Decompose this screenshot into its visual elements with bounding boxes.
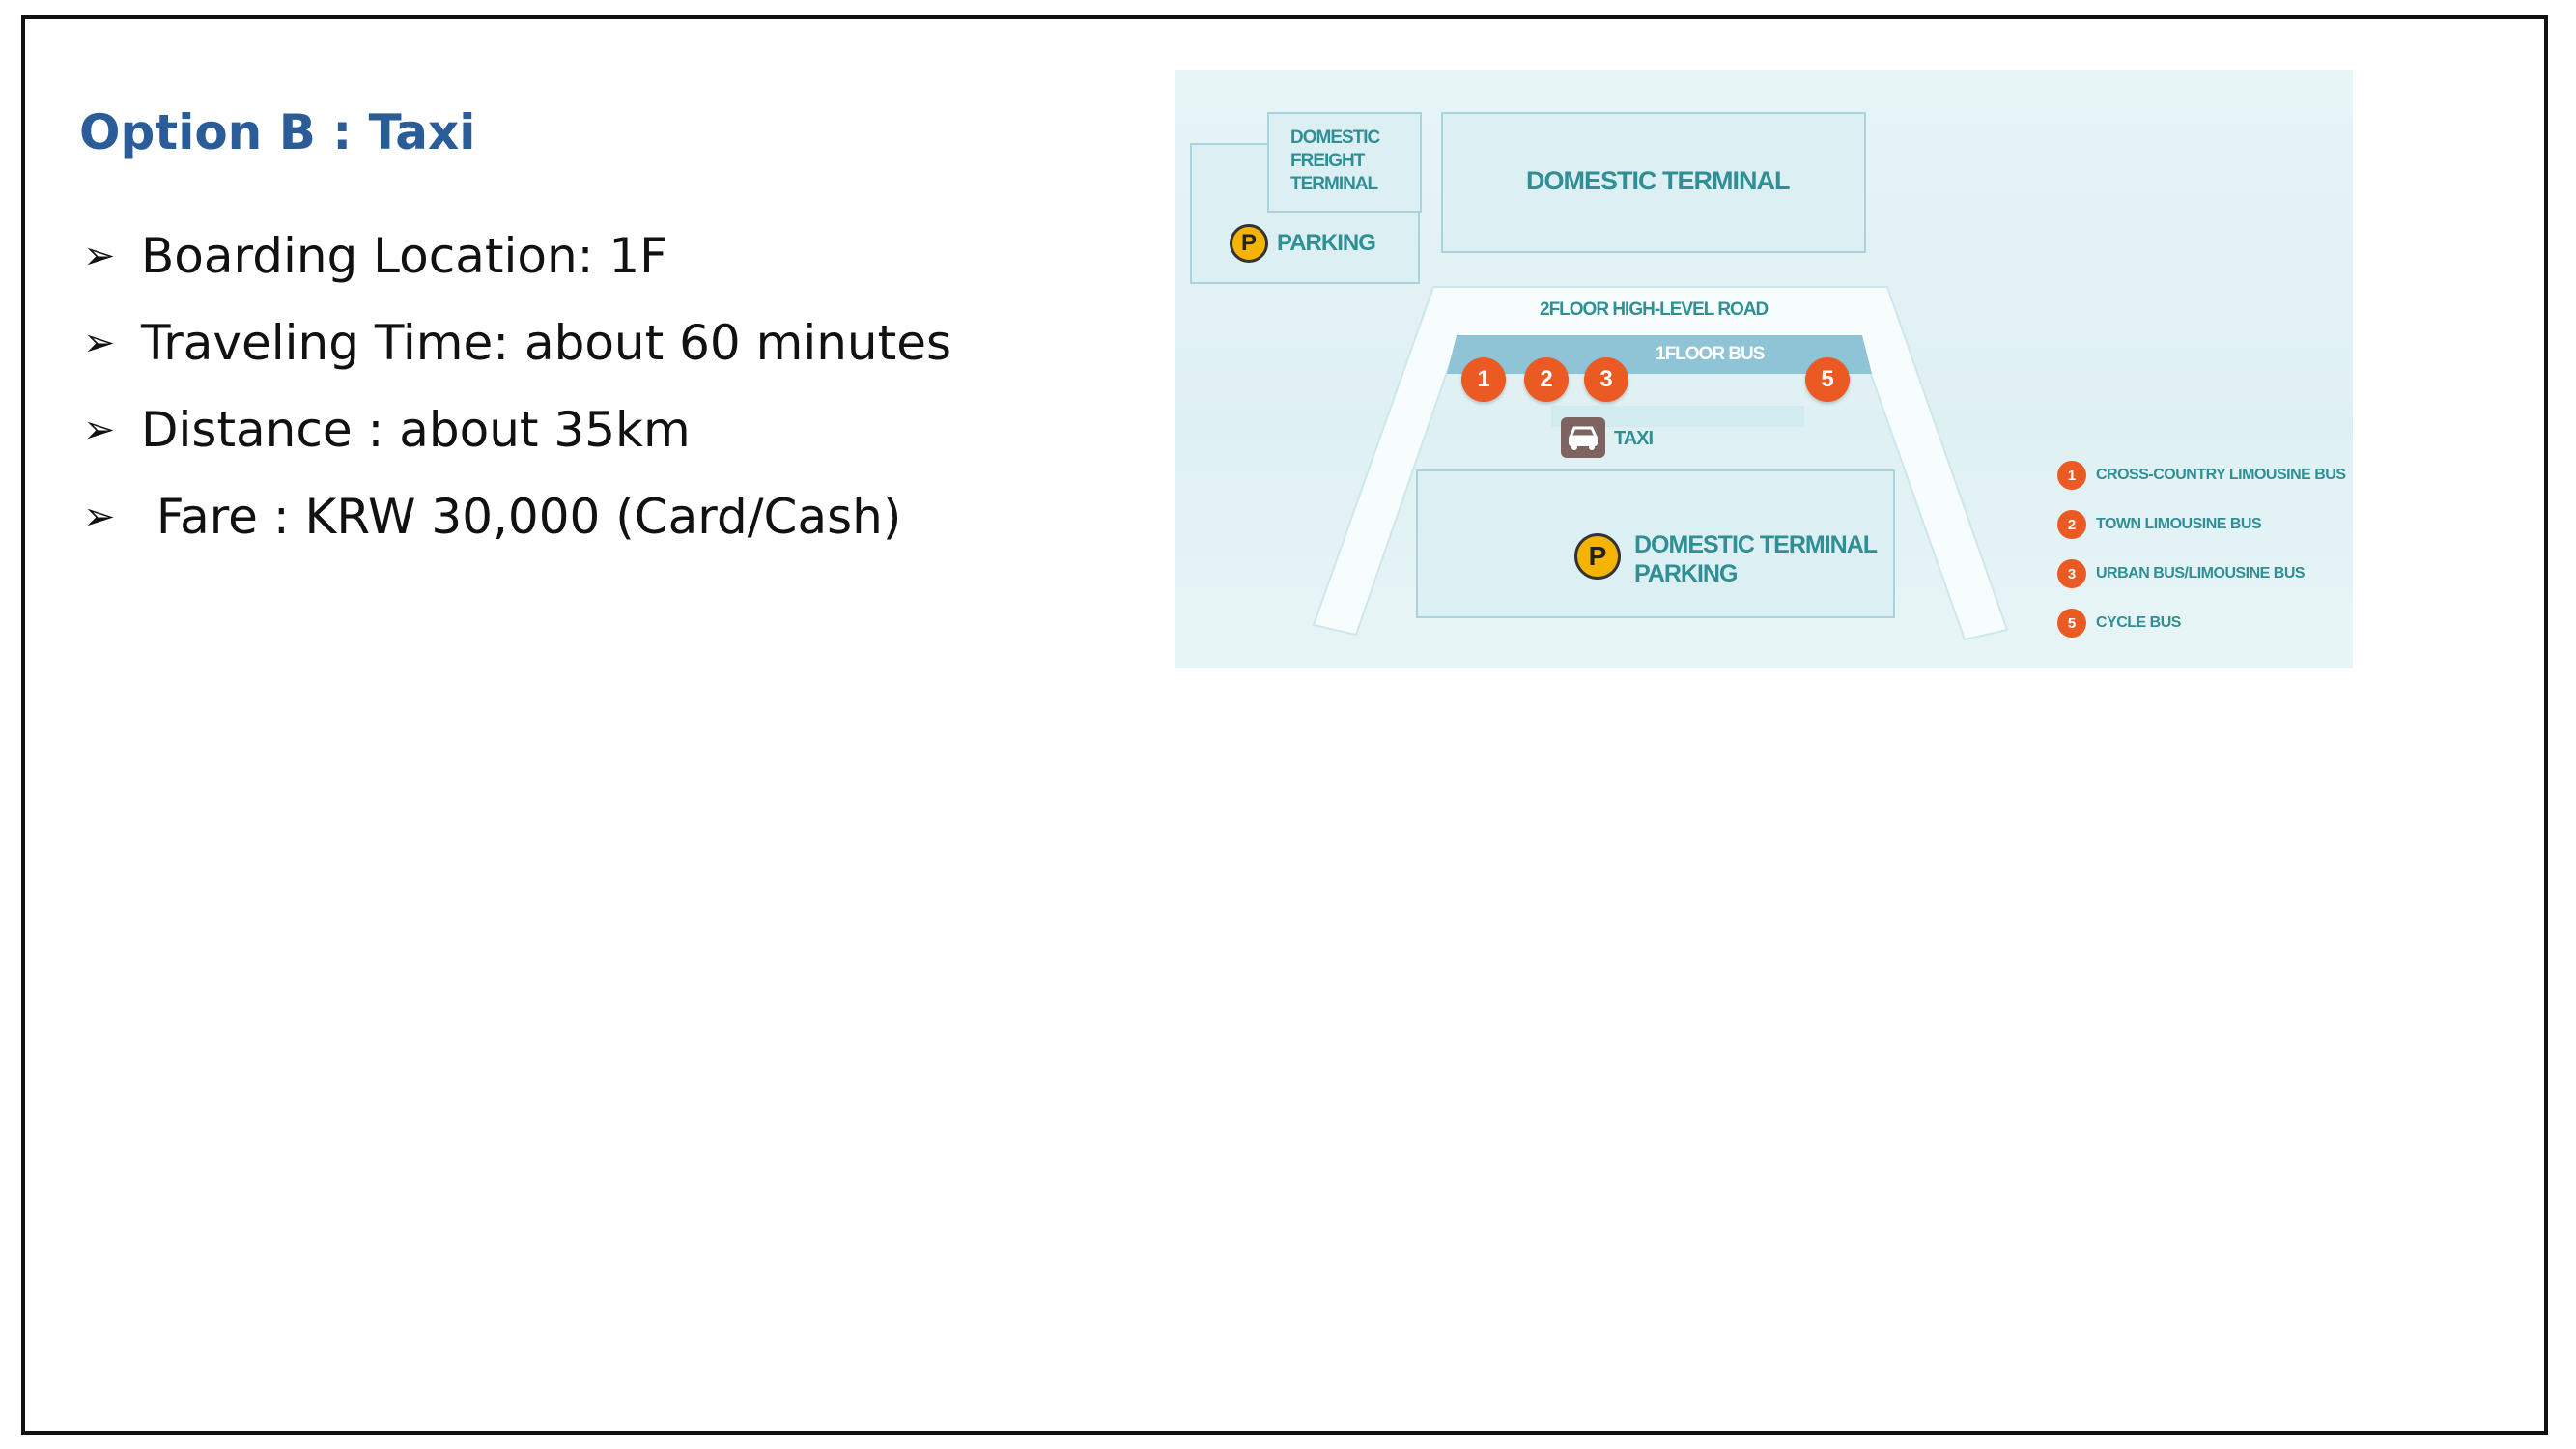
slide-title: Option B : Taxi (79, 104, 476, 160)
legend-marker: 3 (2057, 559, 2086, 588)
taxi-label: TAXI (1614, 428, 1654, 449)
domestic-terminal-label: DOMESTIC TERMINAL (1526, 166, 1790, 195)
legend-label: CYCLE BUS (2096, 614, 2181, 631)
parking-label: PARKING (1277, 230, 1376, 256)
legend-marker: 1 (2057, 461, 2086, 490)
high-level-road-label: 2FLOOR HIGH-LEVEL ROAD (1540, 299, 1769, 320)
bullet-text: Boarding Location: 1F (141, 228, 667, 284)
taxi-icon (1561, 417, 1605, 458)
bullet-text: Distance : about 35km (141, 402, 691, 458)
terminal-map: P PARKING DOMESTIC FREIGHT TERMINAL DOME… (1175, 70, 2353, 668)
bus-stop-3-marker: 3 (1584, 357, 1628, 402)
bullet-text: Traveling Time: about 60 minutes (141, 315, 952, 371)
arrow-bullet-icon: ➢ (83, 321, 116, 365)
bullet-item: ➢ Traveling Time: about 60 minutes (83, 299, 951, 386)
bullet-list: ➢ Boarding Location: 1F ➢ Traveling Time: … (83, 213, 951, 560)
legend-label: URBAN BUS/LIMOUSINE BUS (2096, 565, 2306, 582)
taxi-lane (1551, 406, 1804, 427)
domestic-terminal-box (1441, 112, 1866, 253)
bullet-item: ➢ Distance : about 35km (83, 386, 951, 473)
bus-stop-2-marker: 2 (1524, 357, 1569, 402)
arrow-bullet-icon: ➢ (83, 408, 116, 452)
freight-terminal-label-line2: FREIGHT (1290, 151, 1365, 171)
bus-stop-5-marker: 5 (1805, 357, 1850, 402)
freight-terminal-label-line3: TERMINAL (1290, 174, 1378, 194)
floor-bus-label: 1FLOOR BUS (1656, 344, 1765, 364)
parking-icon: P (1574, 533, 1621, 580)
freight-terminal-label-line1: DOMESTIC (1290, 128, 1380, 148)
bullet-item: ➢ Fare : KRW 30,000 (Card/Cash) (83, 473, 951, 560)
legend-label: CROSS-COUNTRY LIMOUSINE BUS (2096, 467, 2346, 483)
arrow-bullet-icon: ➢ (83, 495, 116, 539)
terminal-parking-box (1416, 469, 1895, 618)
bullet-item: ➢ Boarding Location: 1F (83, 213, 951, 299)
arrow-bullet-icon: ➢ (83, 234, 116, 278)
legend-label: TOWN LIMOUSINE BUS (2096, 516, 2262, 532)
legend-marker: 2 (2057, 510, 2086, 539)
terminal-parking-label-line2: PARKING (1634, 560, 1738, 587)
terminal-parking-label-line1: DOMESTIC TERMINAL (1634, 531, 1878, 558)
slide: Option B : Taxi ➢ Boarding Location: 1F ➢… (21, 15, 2548, 1435)
bus-stop-1-marker: 1 (1461, 357, 1506, 402)
legend-marker: 5 (2057, 609, 2086, 638)
freight-terminal-box (1267, 112, 1422, 213)
bullet-text: Fare : KRW 30,000 (Card/Cash) (141, 489, 902, 545)
parking-icon: P (1230, 224, 1268, 263)
